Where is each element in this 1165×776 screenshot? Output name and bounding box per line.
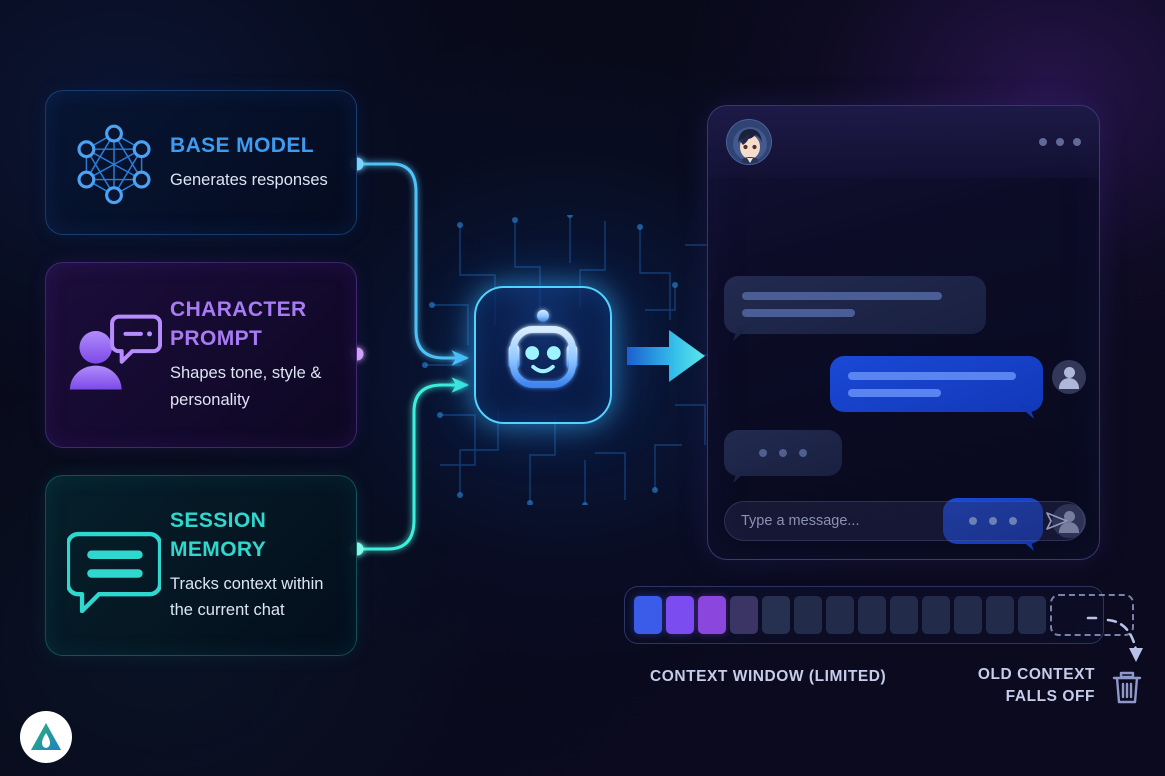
connector-session-memory [350,377,470,556]
chat-typing-incoming [724,430,842,476]
neural-network-icon [62,117,166,209]
card-base-model[interactable]: BASE MODEL Generates responses [45,90,357,235]
dot [1073,138,1081,146]
context-cell [922,596,950,634]
context-cell [794,596,822,634]
card-description: Generates responses [170,170,328,189]
output-arrow-icon [627,330,705,382]
context-cell [762,596,790,634]
context-cell [954,596,982,634]
card-description: Shapes tone, style & personality [170,364,322,409]
context-cell [698,596,726,634]
anime-character-avatar[interactable] [726,119,772,165]
context-cell [1018,596,1046,634]
typing-dot [799,449,807,457]
typing-indicator [943,498,1043,544]
card-title: SESSION MEMORY [170,508,267,561]
user-avatar-icon [1052,360,1086,394]
context-cell [634,596,662,634]
message-line [848,372,1016,380]
typing-dot [989,517,997,525]
trash-can-icon[interactable] [1110,668,1144,706]
old-context-label: OLD CONTEXT FALLS OFF [940,664,1095,707]
context-window-label: CONTEXT WINDOW (LIMITED) [650,668,887,685]
old-context-label-line2: FALLS OFF [1005,687,1095,705]
card-character-prompt[interactable]: CHARACTER PROMPT Shapes tone, style & pe… [45,262,357,448]
message-line [742,309,855,317]
chat-message-outgoing[interactable] [830,356,1043,412]
context-cell [986,596,1014,634]
connector-base-model [350,157,470,366]
chat-message-list [708,178,1099,544]
card-session-memory[interactable]: SESSION MEMORY Tracks context within the… [45,475,357,656]
dot [1039,138,1047,146]
message-line [848,389,941,397]
typing-dot [1009,517,1017,525]
chat-message-incoming[interactable] [724,276,986,334]
card-title: CHARACTER PROMPT [170,298,307,351]
message-input-placeholder: Type a message... [741,513,860,529]
context-cell [826,596,854,634]
send-paper-plane-icon[interactable] [1046,511,1068,531]
typing-dot [969,517,977,525]
dot [1056,138,1064,146]
context-window-bar [624,586,1134,644]
chat-typing-outgoing [943,498,1043,544]
avatar-body [1059,378,1079,389]
robot-face-icon [508,309,578,388]
chat-window[interactable]: Type a message... [707,105,1100,560]
message-line [742,292,942,300]
ai-core-robot[interactable] [474,286,612,424]
context-cell [730,596,758,634]
typing-indicator [724,430,842,476]
card-description: Tracks context within the current chat [170,574,324,620]
memory-chat-lines-icon [62,519,166,613]
avatar-head [1063,367,1075,378]
card-session-memory-text: SESSION MEMORY Tracks context within the… [166,507,340,624]
context-cell [890,596,918,634]
context-cell [858,596,886,634]
brand-a-logo[interactable] [20,711,72,763]
card-character-prompt-text: CHARACTER PROMPT Shapes tone, style & pe… [166,296,340,413]
card-base-model-text: BASE MODEL Generates responses [166,132,340,194]
curved-dashed-arrow-icon [1086,616,1143,662]
card-title: BASE MODEL [170,133,315,157]
message-input-bar[interactable]: Type a message... [724,501,1085,541]
user-speech-bubble-icon [62,307,166,403]
chat-header [708,106,1099,178]
typing-dot [759,449,767,457]
context-empty-slot [1050,594,1134,636]
more-dots-icon[interactable] [1039,138,1081,146]
connector-character-prompt [350,346,470,362]
context-cell [666,596,694,634]
old-context-label-line1: OLD CONTEXT [977,666,1095,683]
typing-dot [779,449,787,457]
